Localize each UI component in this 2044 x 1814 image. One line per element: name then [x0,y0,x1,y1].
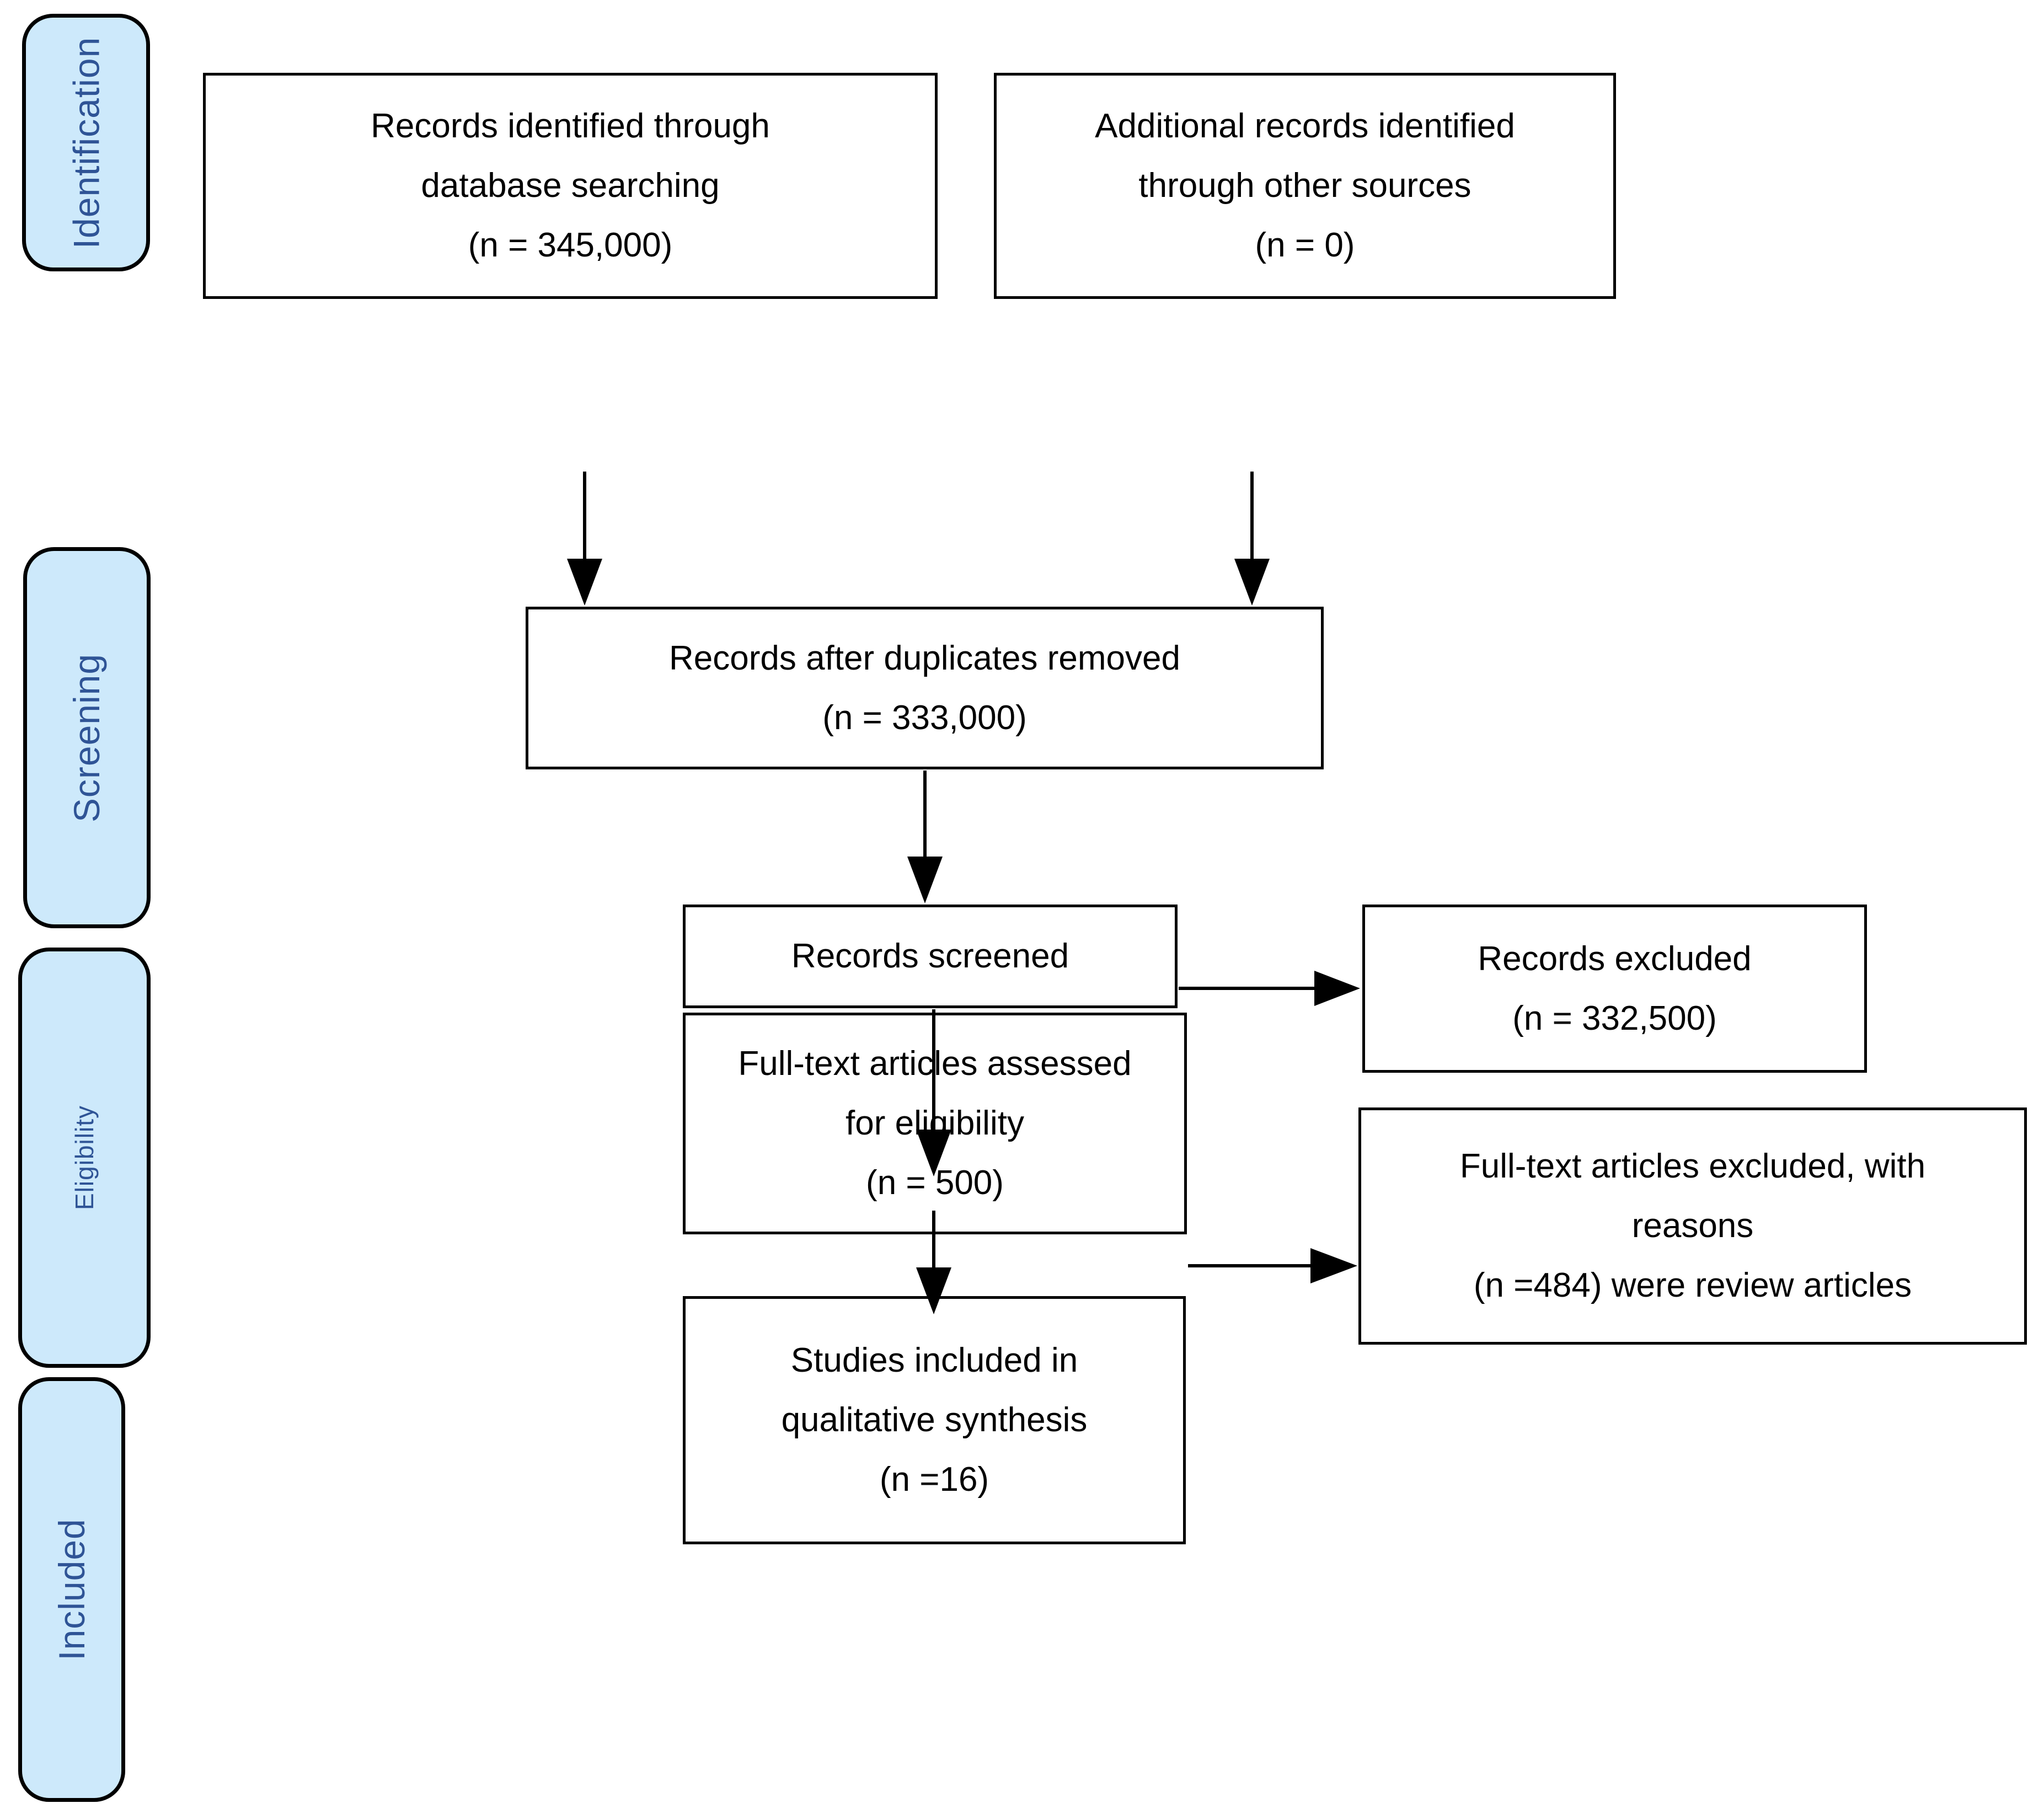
box-text-line: Full-text articles assessed [738,1045,1132,1083]
box-text-line: (n =484) were review articles [1473,1266,1912,1304]
stage-label-identification: Identification [22,14,150,271]
box-text-line: qualitative synthesis [781,1401,1088,1439]
box-fulltext-excluded: Full-text articles excluded, with reason… [1358,1107,2027,1345]
box-text-line: (n = 0) [1255,226,1355,264]
stage-label-eligibility: Eligibility [18,948,151,1368]
box-text-line: (n =16) [879,1460,989,1499]
box-text-line: Full-text articles excluded, with [1459,1147,1926,1185]
box-text-line: (n = 332,500) [1512,999,1717,1037]
box-text-line: Records screened [791,937,1069,975]
box-text-line: (n = 500) [866,1164,1004,1202]
box-text-line: (n = 333,000) [822,698,1027,737]
box-studies-included: Studies included in qualitative synthesi… [683,1296,1186,1544]
arrow-identified-to-duplicates [567,472,602,606]
stage-label-screening-text: Screening [66,653,108,822]
arrow-fulltext-to-ft-excluded [1188,1248,1357,1283]
box-records-screened: Records screened [683,905,1178,1008]
box-text-line: Records after duplicates removed [668,639,1180,677]
arrow-screened-to-excluded [1179,971,1360,1006]
arrow-additional-to-duplicates [1234,472,1270,606]
box-text-line: through other sources [1138,167,1472,205]
box-text-line: Records excluded [1478,939,1752,978]
box-text-line: Records identified through [371,107,770,145]
stage-label-eligibility-text: Eligibility [69,1105,99,1210]
box-text-line: reasons [1631,1207,1754,1245]
stage-label-screening: Screening [23,547,151,928]
box-text-line: Studies included in [790,1341,1078,1379]
box-after-duplicates-removed: Records after duplicates removed (n = 33… [526,607,1324,769]
box-fulltext-assessed: Full-text articles assessed for eligibil… [683,1013,1187,1234]
stage-label-included-text: Included [51,1518,92,1661]
box-records-excluded: Records excluded (n = 332,500) [1362,905,1867,1073]
stage-label-included: Included [18,1377,125,1802]
box-records-identified: Records identified through database sear… [203,73,938,299]
box-text-line: database searching [421,167,720,205]
stage-label-identification-text: Identification [66,36,107,249]
box-additional-records: Additional records identified through ot… [994,73,1616,299]
box-text-line: for eligibility [846,1104,1024,1142]
arrow-duplicates-to-screened [907,770,943,903]
box-text-line: (n = 345,000) [468,226,673,264]
box-text-line: Additional records identified [1095,107,1515,145]
